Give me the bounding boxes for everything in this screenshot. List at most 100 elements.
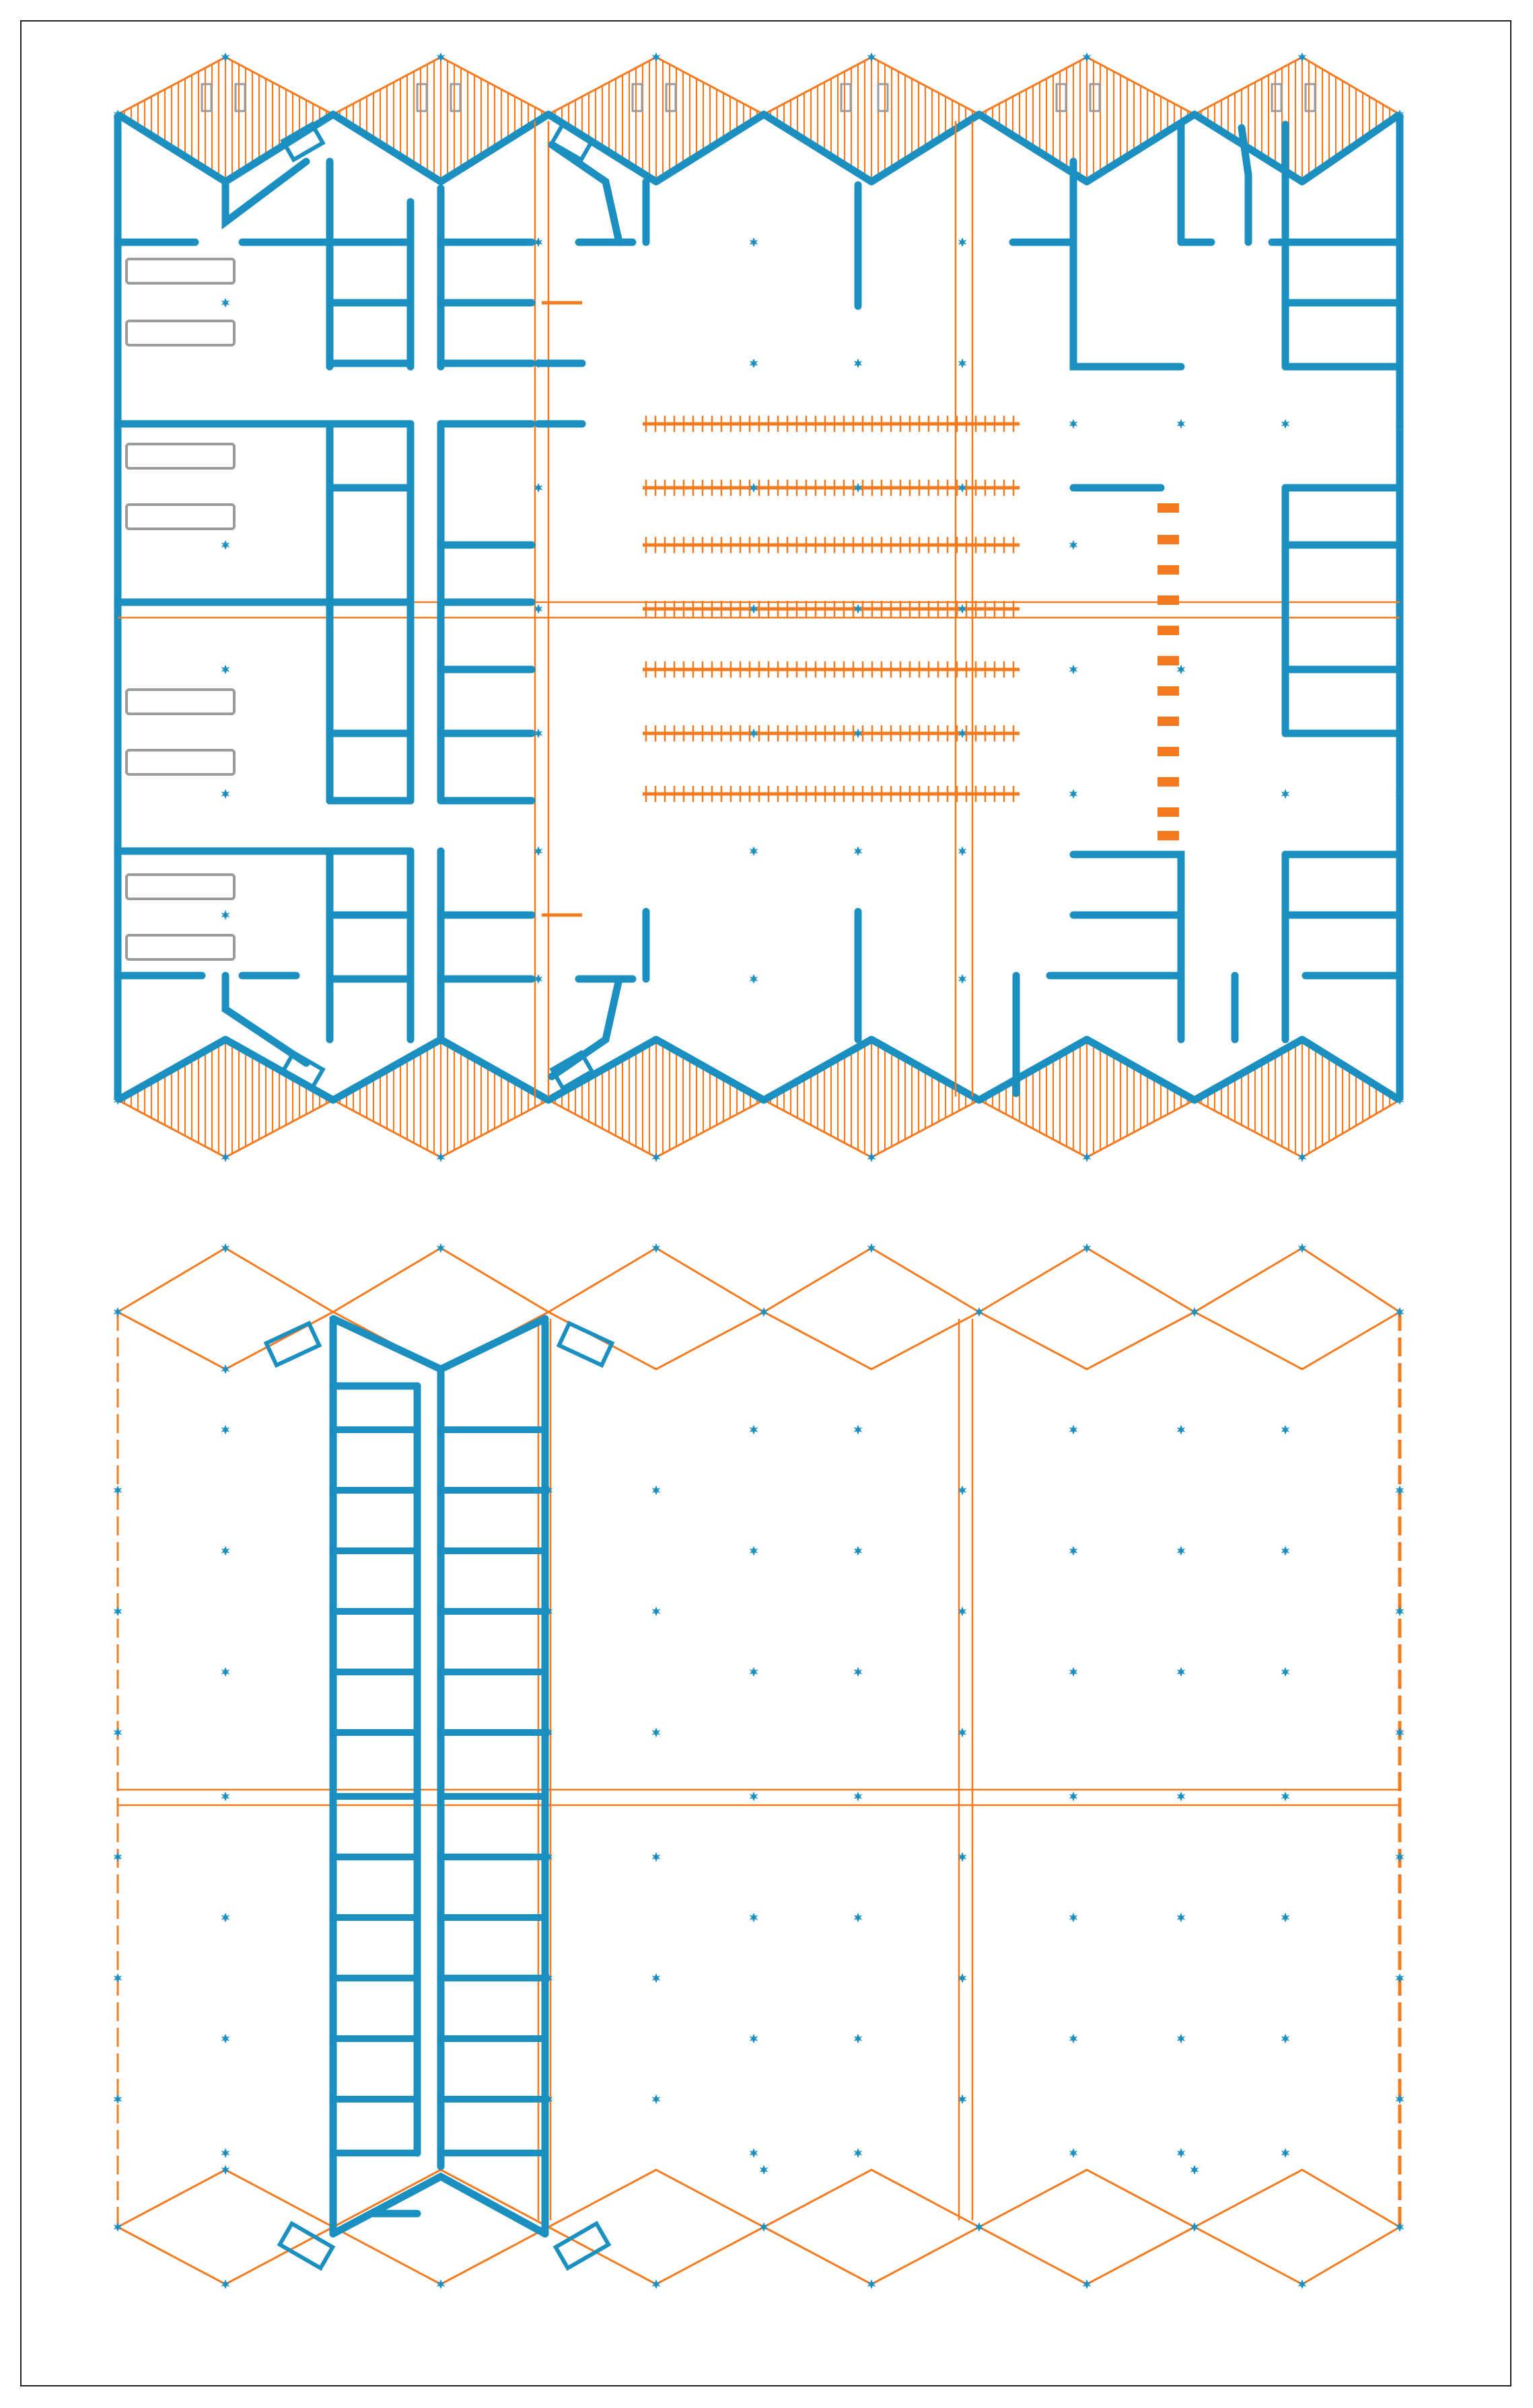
column-marker [1281, 418, 1290, 429]
column-marker [221, 910, 230, 920]
column-marker [651, 2094, 661, 2105]
column-marker [221, 2148, 230, 2158]
column-marker [749, 1667, 758, 1677]
movable-partition [1157, 503, 1179, 840]
column-marker [1069, 2148, 1078, 2158]
column-marker [958, 974, 967, 984]
column-marker [1190, 2164, 1199, 2175]
column-marker [958, 846, 967, 856]
column-marker [853, 2148, 863, 2158]
column-marker [221, 1243, 230, 1253]
column-marker [1069, 1424, 1078, 1435]
column-marker [1281, 1667, 1290, 1677]
column-marker [651, 1485, 661, 1496]
column-marker [749, 974, 758, 984]
column-marker [1281, 1424, 1290, 1435]
column-marker [759, 1307, 769, 1317]
column-marker [113, 1485, 122, 1496]
column-marker [1395, 1606, 1404, 1617]
column-marker [1395, 2222, 1404, 2232]
column-marker [113, 2094, 122, 2105]
column-marker [1190, 2222, 1199, 2232]
columns-upper [113, 1243, 1404, 2290]
column-marker [221, 664, 230, 675]
column-marker [1281, 1545, 1290, 1556]
column-marker [1176, 1545, 1186, 1556]
column-marker [749, 1912, 758, 1923]
column-marker [221, 1424, 230, 1435]
stairs-upper [263, 1320, 615, 2271]
ground-floor-plan [113, 52, 1404, 1163]
column-marker [749, 1424, 758, 1435]
column-marker [1395, 1727, 1404, 1738]
column-marker [1082, 1243, 1092, 1253]
roof-outline [116, 1247, 1402, 2286]
column-marker [853, 846, 863, 856]
column-marker [749, 1545, 758, 1556]
column-marker [1176, 2148, 1186, 2158]
column-marker [867, 1243, 876, 1253]
column-marker [749, 2033, 758, 2044]
column-marker [853, 1912, 863, 1923]
column-marker [1297, 1243, 1307, 1253]
column-marker [221, 2279, 230, 2290]
upper-floor-plan [113, 1243, 1404, 2290]
column-marker [1395, 1852, 1404, 1862]
column-marker [1176, 1667, 1186, 1677]
column-marker [221, 1667, 230, 1677]
interior-walls-center [534, 141, 862, 1081]
column-marker [974, 2222, 984, 2232]
column-marker [1281, 1912, 1290, 1923]
vehicle-outlines [125, 258, 236, 961]
column-marker [221, 789, 230, 799]
column-marker [1176, 1791, 1186, 1802]
column-marker [1395, 1973, 1404, 1983]
column-marker [1069, 1545, 1078, 1556]
column-marker [853, 1424, 863, 1435]
roof-lanterns-top [116, 56, 1402, 183]
column-marker [759, 2164, 769, 2175]
column-marker [1069, 1791, 1078, 1802]
column-marker [1190, 1307, 1199, 1317]
column-marker [853, 1545, 863, 1556]
column-marker [221, 540, 230, 550]
lantern-furniture-top [201, 83, 1316, 112]
column-marker [1069, 540, 1078, 550]
column-marker [867, 2279, 876, 2290]
column-marker [436, 2279, 445, 2290]
column-marker [221, 1791, 230, 1802]
column-marker [651, 1727, 661, 1738]
column-marker [853, 358, 863, 369]
column-marker [651, 1243, 661, 1253]
column-marker [221, 2033, 230, 2044]
stairs-ground [280, 121, 595, 1091]
upper-walls [329, 1315, 549, 2238]
column-marker [1281, 789, 1290, 799]
column-marker [853, 1667, 863, 1677]
column-marker [1176, 1912, 1186, 1923]
column-marker [436, 1243, 445, 1253]
column-marker [958, 358, 967, 369]
column-marker [1069, 418, 1078, 429]
column-marker [1297, 2279, 1307, 2290]
column-marker [651, 1973, 661, 1983]
column-marker [853, 2033, 863, 2044]
column-marker [853, 1791, 863, 1802]
column-marker [651, 1606, 661, 1617]
column-marker [1176, 1424, 1186, 1435]
column-marker [221, 1364, 230, 1375]
column-marker [1082, 2279, 1092, 2290]
column-marker [1395, 2094, 1404, 2105]
column-marker [651, 2279, 661, 2290]
upper-room-partitions [333, 1426, 548, 2156]
column-marker [113, 1307, 122, 1317]
column-marker [1069, 2033, 1078, 2044]
column-marker [221, 1912, 230, 1923]
upper-structural-grid [118, 1319, 1400, 2220]
interior-walls-left [114, 157, 536, 1067]
column-marker [113, 1852, 122, 1862]
column-marker [113, 1606, 122, 1617]
column-marker [1395, 1485, 1404, 1496]
column-marker [1281, 2033, 1290, 2044]
